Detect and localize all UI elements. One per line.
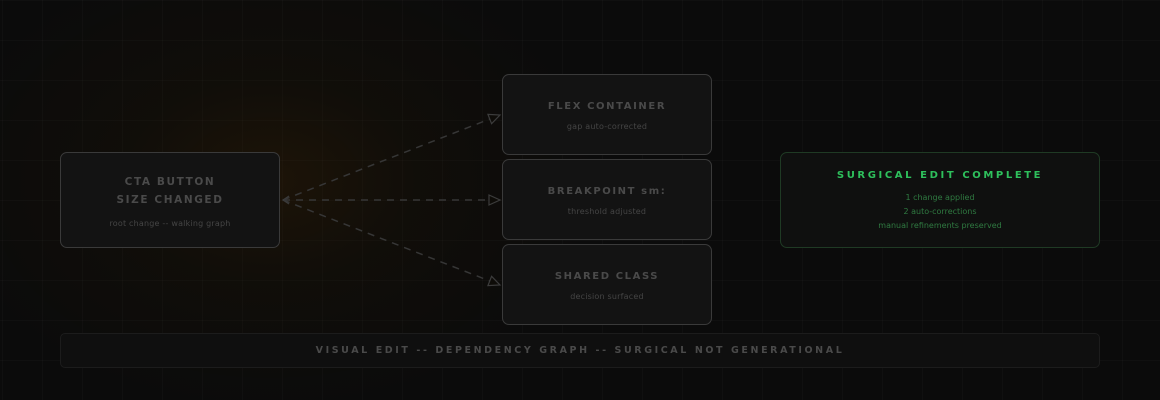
- dependent-node-title: FLEX CONTAINER: [547, 101, 667, 112]
- dependent-node-subtitle: decision surfaced: [570, 292, 644, 301]
- dependent-node-breakpoint: BREAKPOINT sm: threshold adjusted: [502, 159, 712, 240]
- footer-caption-text: VISUAL EDIT -- DEPENDENCY GRAPH -- SURGI…: [315, 345, 845, 356]
- edge-root-to-flex-container: [282, 113, 502, 201]
- result-line-refinements: manual refinements preserved: [878, 221, 1002, 230]
- result-node-details: 1 change applied 2 auto-corrections manu…: [878, 191, 1001, 233]
- root-change-node: CTA BUTTON SIZE CHANGED root change -- w…: [60, 152, 280, 248]
- root-node-title-line2: SIZE CHANGED: [116, 193, 224, 206]
- root-node-title-line1: CTA BUTTON: [124, 175, 216, 188]
- dependent-node-title: SHARED CLASS: [554, 271, 660, 282]
- result-node-surgical-edit-complete: SURGICAL EDIT COMPLETE 1 change applied …: [780, 152, 1100, 248]
- edge-origin-chevron: [281, 195, 290, 205]
- result-node-title: SURGICAL EDIT COMPLETE: [836, 170, 1044, 181]
- edge-root-to-shared-class: [282, 199, 502, 287]
- result-line-changes: 1 change applied: [905, 193, 975, 202]
- footer-caption-banner: VISUAL EDIT -- DEPENDENCY GRAPH -- SURGI…: [60, 333, 1100, 368]
- root-node-subtitle: root change -- walking graph: [109, 218, 231, 228]
- dependent-node-title: BREAKPOINT sm:: [547, 186, 667, 197]
- dependent-node-flex-container: FLEX CONTAINER gap auto-corrected: [502, 74, 712, 155]
- dependent-node-subtitle: threshold adjusted: [567, 207, 647, 216]
- dependent-node-subtitle: gap auto-corrected: [566, 122, 648, 131]
- result-line-auto-corrections: 2 auto-corrections: [903, 207, 977, 216]
- dependent-node-shared-class: SHARED CLASS decision surfaced: [502, 244, 712, 325]
